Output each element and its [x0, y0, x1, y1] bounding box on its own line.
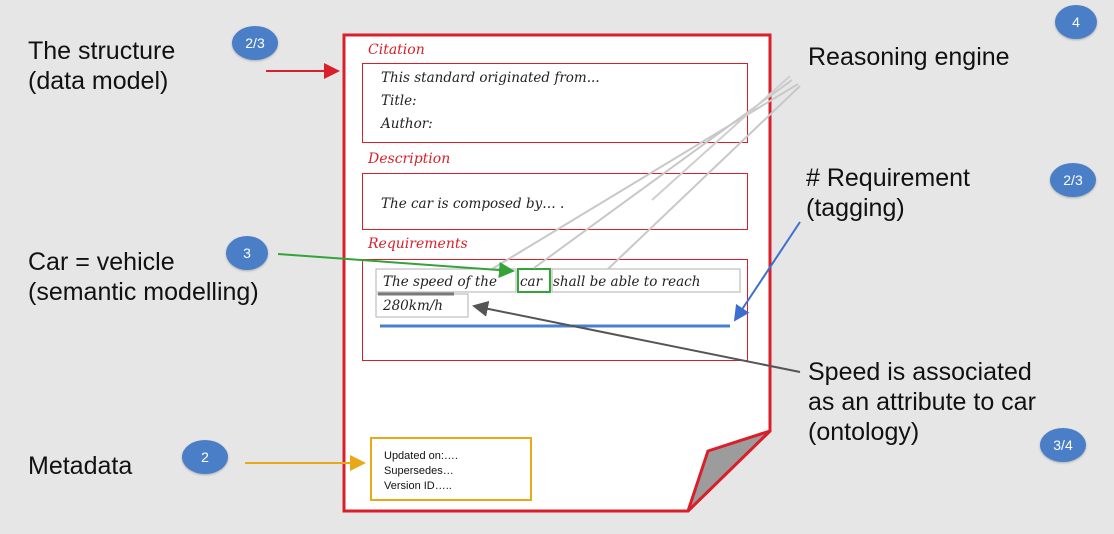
label-metadata: Metadata — [28, 451, 132, 481]
description-box: The car is composed by… . — [362, 173, 748, 230]
arrow-requirement — [733, 221, 801, 322]
label-car-vehicle-line2: (semantic modelling) — [28, 278, 259, 306]
requirement-term-car: car — [520, 274, 543, 290]
badge-structure: 2/3 — [232, 26, 278, 60]
badge-reasoning: 4 — [1055, 5, 1097, 39]
badge-requirement: 2/3 — [1050, 163, 1096, 197]
label-speed-line2: as an attribute to car — [808, 388, 1036, 416]
highlight-reach-phrase — [551, 268, 741, 293]
connector-reasoning-2 — [607, 85, 801, 270]
badge-metadata: 2 — [182, 440, 228, 474]
requirements-box: The speed of the car shall be able to re… — [362, 259, 748, 361]
label-structure-line2: (data model) — [28, 67, 169, 95]
requirement-value: 280km/h — [383, 298, 443, 314]
description-title: Description — [368, 151, 451, 167]
citation-title: Citation — [368, 42, 425, 58]
metadata-line-2: Supersedes… — [384, 464, 454, 477]
label-requirement-line1: # Requirement — [806, 164, 970, 192]
label-car-vehicle: Car = vehicle (semantic modelling) — [28, 247, 259, 307]
requirements-title: Requirements — [368, 236, 468, 252]
page-curl — [686, 429, 772, 513]
label-requirement: # Requirement (tagging) — [806, 163, 970, 223]
label-reasoning: Reasoning engine — [808, 42, 1010, 72]
highlight-speed-phrase — [375, 268, 517, 293]
label-structure-line1: The structure — [28, 37, 176, 65]
metadata-lines: Updated on:…. Supersedes… Version ID….. — [384, 449, 458, 494]
label-metadata-line1: Metadata — [28, 452, 133, 480]
label-structure: The structure (data model) — [28, 36, 175, 96]
requirement-text-pre: The speed of the — [383, 274, 497, 290]
badge-speed: 3/4 — [1040, 428, 1086, 462]
citation-line-1: This standard originated from... — [381, 70, 600, 86]
citation-line-2: Title: — [381, 93, 417, 109]
citation-box: This standard originated from... Title: … — [362, 63, 748, 143]
metadata-line-3: Version ID….. — [384, 479, 452, 492]
label-speed-line3: (ontology) — [808, 418, 920, 446]
connector-reasoning-4 — [651, 75, 791, 201]
metadata-line-1: Updated on:…. — [384, 450, 458, 462]
arrow-car-vehicle — [277, 253, 515, 278]
label-car-vehicle-line1: Car = vehicle — [28, 248, 175, 276]
citation-line-3: Author: — [381, 116, 433, 132]
highlight-value — [375, 293, 469, 318]
label-reasoning-line1: Reasoning engine — [808, 43, 1010, 71]
label-requirement-line2: (tagging) — [806, 194, 905, 222]
description-text: The car is composed by… . — [381, 196, 565, 212]
connector-reasoning-1 — [491, 83, 799, 270]
label-speed: Speed is associated as an attribute to c… — [808, 357, 1036, 447]
label-speed-line1: Speed is associated — [808, 358, 1032, 386]
arrow-speed — [472, 300, 801, 373]
metadata-box: Updated on:…. Supersedes… Version ID….. — [370, 437, 532, 501]
highlight-car-term — [517, 268, 551, 293]
connector-reasoning-3 — [533, 79, 793, 269]
document-page: Citation This standard originated from..… — [342, 33, 772, 513]
requirement-text-post: shall be able to reach — [553, 274, 701, 290]
badge-car-vehicle: 3 — [226, 236, 268, 270]
